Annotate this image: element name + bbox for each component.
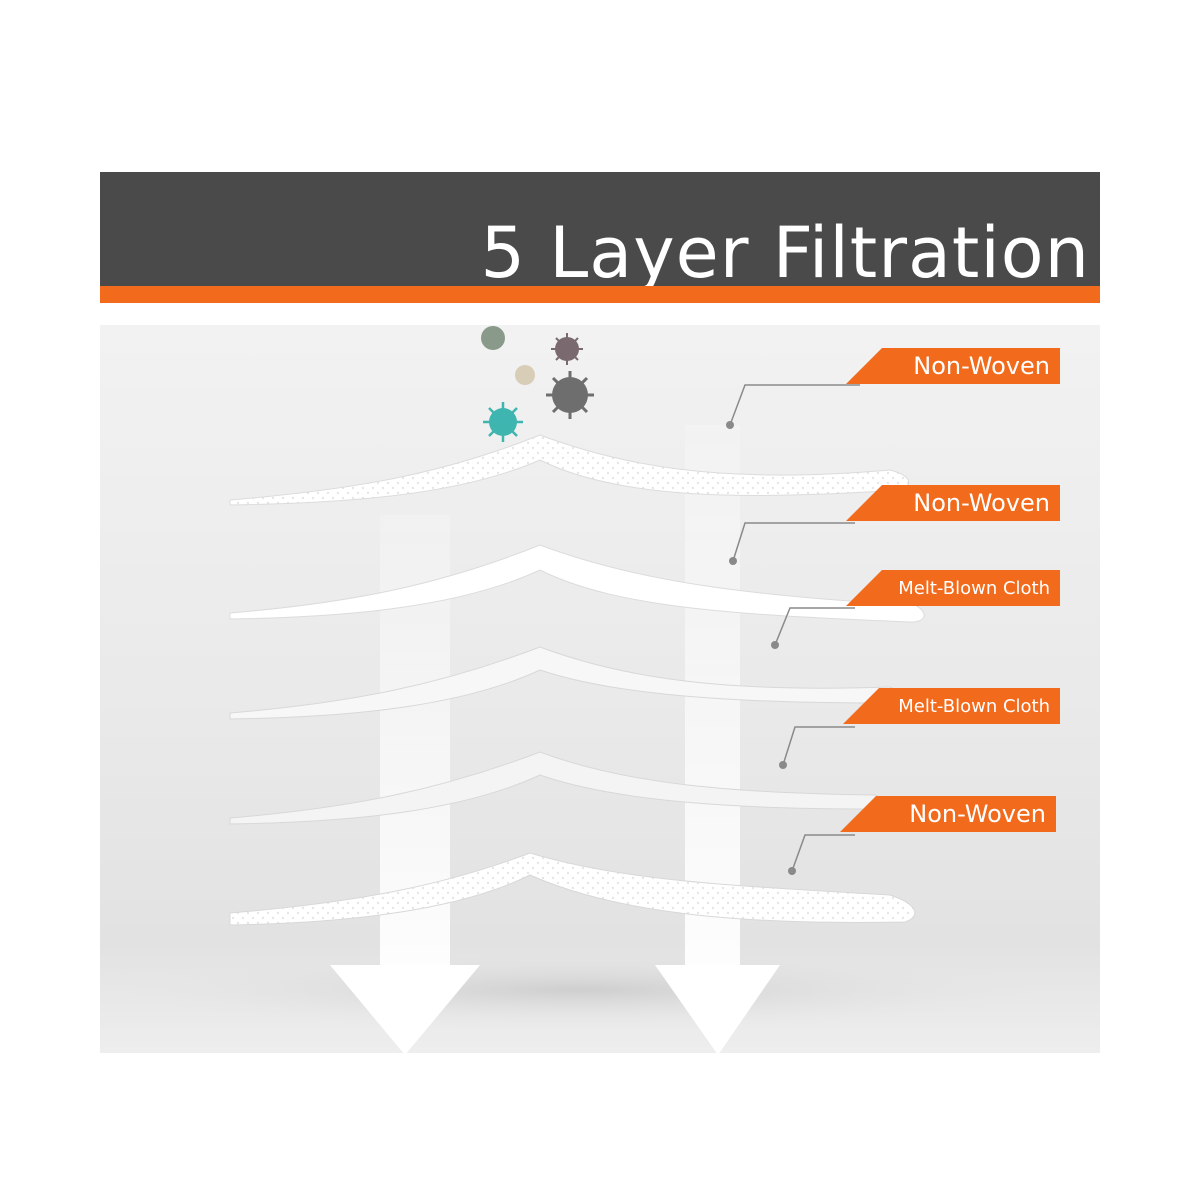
leader-dots [726, 421, 796, 875]
flow-arrow-left-head [330, 965, 480, 1053]
title-banner: 5 Layer Filtration [100, 172, 1100, 294]
layer-label-5: Non-Woven [840, 796, 1056, 832]
leader-lines [729, 384, 860, 872]
layer-label-4: Melt-Blown Cloth [843, 688, 1060, 724]
layer-sheet-2 [229, 544, 925, 623]
accent-stripe [100, 286, 1100, 303]
layer-sheet-5 [229, 852, 916, 926]
particle-icons [481, 326, 594, 442]
particle-green-icon [481, 326, 505, 350]
particle-beige-icon [515, 365, 535, 385]
layer-sheet-1 [229, 434, 910, 506]
layer-label-2: Non-Woven [846, 485, 1060, 521]
layer-sheet-3 [229, 646, 900, 720]
page-title: 5 Layer Filtration [480, 212, 1090, 294]
layer-label-1: Non-Woven [846, 348, 1060, 384]
layer-illustration [110, 326, 1050, 1053]
flow-arrow-right-head [655, 965, 780, 1053]
floor-shadow [110, 950, 1050, 1030]
layer-label-3: Melt-Blown Cloth [846, 570, 1060, 606]
